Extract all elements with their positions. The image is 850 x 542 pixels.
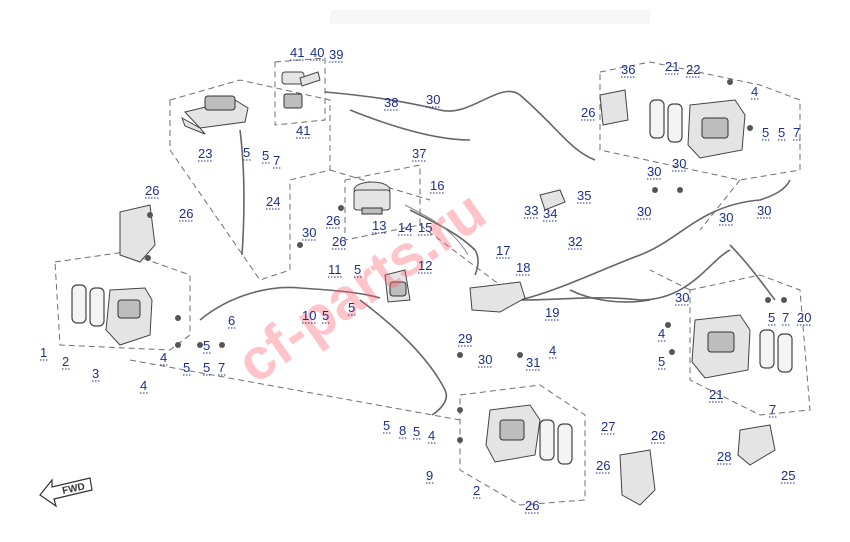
callout-label: 13 — [372, 218, 386, 233]
callout-label: 30 — [675, 290, 689, 305]
front-right-caliper-group — [485, 404, 656, 506]
callout-label: 5 — [383, 418, 390, 433]
callout-label: 31 — [526, 355, 540, 370]
callout-label: 4 — [428, 428, 435, 443]
callout-label: 12 — [418, 258, 432, 273]
callout-label: 41 — [290, 45, 304, 60]
callout-label: 25 — [781, 468, 795, 483]
callout-label: 21 — [665, 59, 679, 74]
callout-label: 26 — [179, 206, 193, 221]
callout-label: 4 — [751, 84, 758, 99]
callout-label: 5 — [354, 262, 361, 277]
callout-label: 5 — [762, 125, 769, 140]
callout-label: 5 — [322, 308, 329, 323]
callout-label: 9 — [426, 468, 433, 483]
callout-label: 27 — [601, 419, 615, 434]
callout-label: 30 — [478, 352, 492, 367]
callout-label: 4 — [658, 326, 665, 341]
fwd-label: FWD — [61, 481, 86, 496]
brake-hoses — [199, 90, 791, 416]
callout-label: 7 — [218, 360, 225, 375]
callout-label: 32 — [568, 234, 582, 249]
callout-label: 34 — [543, 206, 557, 221]
callout-label: 5 — [778, 125, 785, 140]
callout-label: 11 — [328, 262, 342, 277]
callout-label: 19 — [545, 305, 559, 320]
callout-label: 26 — [332, 234, 346, 249]
bolts — [145, 79, 787, 443]
callout-label: 20 — [797, 310, 811, 325]
callout-label: 5 — [768, 310, 775, 325]
callout-label: 22 — [686, 62, 700, 77]
brake-lever-assembly — [281, 71, 321, 109]
callout-label: 7 — [769, 402, 776, 417]
callout-label: 28 — [717, 449, 731, 464]
callout-label: 26 — [651, 428, 665, 443]
callout-label: 14 — [398, 220, 412, 235]
callout-label: 38 — [384, 95, 398, 110]
callout-label: 30 — [672, 156, 686, 171]
callout-label: 26 — [596, 458, 610, 473]
callout-label: 5 — [658, 354, 665, 369]
callout-label: 30 — [426, 92, 440, 107]
callout-label: 35 — [577, 188, 591, 203]
callout-label: 37 — [412, 146, 426, 161]
callout-label: 5 — [203, 360, 210, 375]
rear-master-cylinder — [384, 189, 566, 313]
callout-label: 41 — [296, 123, 310, 138]
faded-header-strip — [330, 10, 650, 24]
watermark: cf-parts.ru — [225, 178, 497, 396]
callout-label: 6 — [228, 313, 235, 328]
callout-label: 39 — [329, 47, 343, 62]
callout-label: 26 — [525, 498, 539, 513]
callout-label: 26 — [581, 105, 595, 120]
callout-label: 1 — [40, 345, 47, 360]
callout-label: 30 — [757, 203, 771, 218]
callout-label: 4 — [140, 378, 147, 393]
callout-label: 10 — [302, 308, 316, 323]
callout-label: 30 — [719, 210, 733, 225]
callout-label: 36 — [621, 62, 635, 77]
callout-label: 3 — [92, 366, 99, 381]
callout-label: 5 — [243, 145, 250, 160]
forward-direction-arrow: FWD — [39, 477, 93, 508]
callout-label: 30 — [647, 164, 661, 179]
callout-label: 2 — [473, 483, 480, 498]
callout-label: 4 — [549, 343, 556, 358]
rear-right-caliper-group — [599, 89, 746, 159]
callout-label: 2 — [62, 354, 69, 369]
callout-label: 21 — [709, 387, 723, 402]
callout-label: 7 — [273, 153, 280, 168]
callout-label: 26 — [326, 213, 340, 228]
callout-label: 5 — [413, 424, 420, 439]
callout-label: 33 — [524, 203, 538, 218]
callout-label: 18 — [516, 260, 530, 275]
callout-label: 17 — [496, 243, 510, 258]
callout-label: 15 — [418, 220, 432, 235]
callout-label: 5 — [203, 338, 210, 353]
callout-label: 16 — [430, 178, 444, 193]
callout-label: 23 — [198, 146, 212, 161]
callout-label: 24 — [266, 194, 280, 209]
rear-reservoir — [353, 181, 391, 215]
rear-left-caliper-group — [691, 314, 793, 466]
callout-label: 30 — [637, 204, 651, 219]
callout-label: 5 — [348, 300, 355, 315]
callout-label: 30 — [302, 225, 316, 240]
front-master-cylinder — [181, 95, 249, 135]
callout-label: 8 — [399, 423, 406, 438]
callout-label: 7 — [782, 310, 789, 325]
front-left-caliper-group — [71, 204, 156, 346]
callout-label: 26 — [145, 183, 159, 198]
callout-label: 5 — [183, 360, 190, 375]
callout-label: 7 — [793, 125, 800, 140]
callout-label: 5 — [262, 148, 269, 163]
callout-label: 29 — [458, 331, 472, 346]
callout-label: 4 — [160, 350, 167, 365]
callout-label: 40 — [310, 45, 324, 60]
